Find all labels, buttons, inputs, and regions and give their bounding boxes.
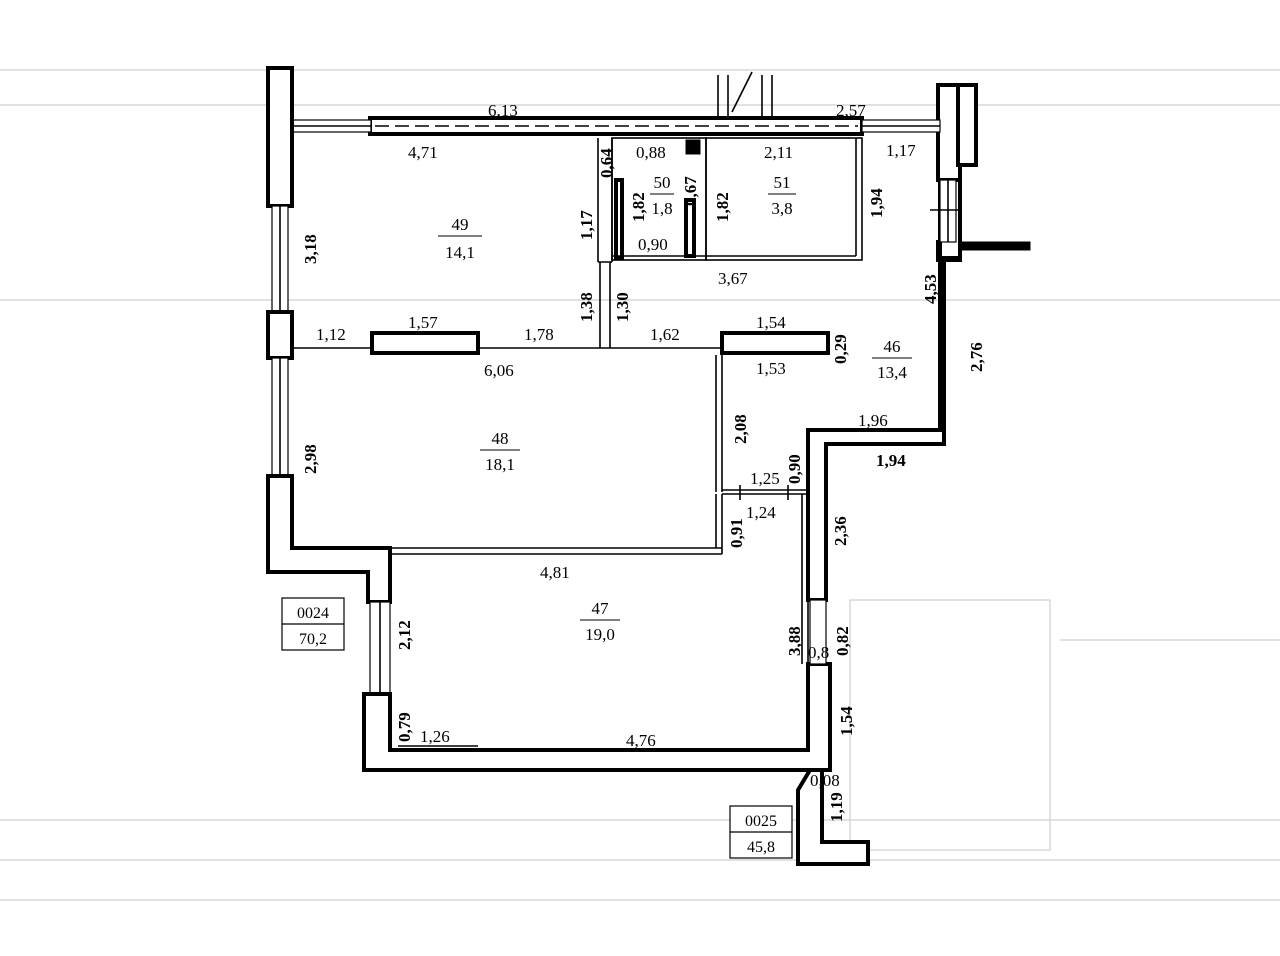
- room-51: 51 3,8: [768, 173, 796, 218]
- room-47: 47 19,0: [580, 599, 620, 644]
- room-area: 19,0: [585, 625, 615, 644]
- room-area: 3,8: [771, 199, 792, 218]
- room-number: 49: [452, 215, 469, 234]
- dim-label: 3,67: [718, 269, 748, 288]
- room-number: 51: [774, 173, 791, 192]
- exterior-walls: [266, 66, 962, 866]
- dim-label: 0,29: [831, 334, 850, 364]
- dim-label: 0,90: [785, 454, 804, 484]
- dim-label: 0,08: [810, 771, 840, 790]
- dim-label: 0,91: [727, 518, 746, 548]
- dim-label: 1,12: [316, 325, 346, 344]
- dim-label: 1,54: [756, 313, 786, 332]
- dim-label: 1,19: [827, 792, 846, 822]
- dim-label: 1,53: [756, 359, 786, 378]
- interior-walls: [292, 137, 958, 664]
- room-number: 50: [654, 173, 671, 192]
- dim-label: 0,64: [597, 148, 616, 178]
- apartment-label-0024: 0024 70,2: [281, 597, 345, 651]
- apartment-area: 45,8: [747, 839, 775, 856]
- dim-label: 1,57: [408, 313, 438, 332]
- dim-label: 0,8: [808, 643, 829, 662]
- room-46: 46 13,4: [872, 337, 912, 382]
- dim-label: 1,17: [577, 210, 596, 240]
- dim-label: 0,82: [833, 626, 852, 656]
- dim-label: 0,79: [395, 712, 414, 742]
- room-area: 14,1: [445, 243, 475, 262]
- dim-label: 1,94: [876, 451, 906, 470]
- dim-label: 1,78: [524, 325, 554, 344]
- dim-label: 3,18: [301, 234, 320, 264]
- dim-label: 1,94: [867, 188, 886, 218]
- background-traces: [0, 69, 1280, 901]
- dim-label: 1,54: [837, 706, 856, 736]
- room-number: 47: [592, 599, 610, 618]
- dim-label: 6,13: [488, 101, 518, 120]
- dim-label: 0,88: [636, 143, 666, 162]
- dim-label: 6,06: [484, 361, 514, 380]
- dim-label: 4,76: [626, 731, 656, 750]
- dim-label: 1,62: [650, 325, 680, 344]
- neighbour-walls: [717, 71, 1031, 262]
- dim-label: 4,53: [921, 274, 940, 304]
- room-area: 13,4: [877, 363, 907, 382]
- dim-label: 1,82: [713, 192, 732, 222]
- dim-label: 2,11: [764, 143, 793, 162]
- dim-label: 0,67: [681, 176, 700, 206]
- apartment-number: 0024: [297, 605, 329, 622]
- room-area: 18,1: [485, 455, 515, 474]
- dim-label: 1,82: [629, 192, 648, 222]
- room-50: 50 1,8: [650, 173, 674, 218]
- dim-label: 3,88: [785, 626, 804, 656]
- apartment-label-0025: 0025 45,8: [729, 805, 793, 859]
- dim-label: 4,71: [408, 143, 438, 162]
- room-49: 49 14,1: [438, 215, 482, 262]
- dim-label: 1,96: [858, 411, 888, 430]
- dim-label: 0,90: [638, 235, 668, 254]
- dimension-labels: 6,13 4,71 2,57 1,17 0,88 2,11 0,90 3,67 …: [301, 101, 986, 822]
- dim-label: 1,24: [746, 503, 776, 522]
- dim-label: 2,36: [831, 516, 850, 546]
- dim-label: 2,08: [731, 414, 750, 444]
- apartment-number: 0025: [745, 813, 777, 830]
- room-number: 46: [884, 337, 901, 356]
- dim-label: 1,38: [577, 292, 596, 322]
- dim-label: 1,25: [750, 469, 780, 488]
- dim-label: 2,76: [967, 342, 986, 372]
- dim-label: 4,81: [540, 563, 570, 582]
- dim-label: 1,30: [613, 292, 632, 322]
- dim-label: 2,98: [301, 444, 320, 474]
- apartment-area: 70,2: [299, 631, 327, 648]
- room-area: 1,8: [651, 199, 672, 218]
- dim-label: 2,57: [836, 101, 866, 120]
- dim-label: 1,26: [420, 727, 450, 746]
- room-number: 48: [492, 429, 509, 448]
- dim-label: 1,17: [886, 141, 916, 160]
- dim-label: 2,12: [395, 620, 414, 650]
- room-48: 48 18,1: [480, 429, 520, 474]
